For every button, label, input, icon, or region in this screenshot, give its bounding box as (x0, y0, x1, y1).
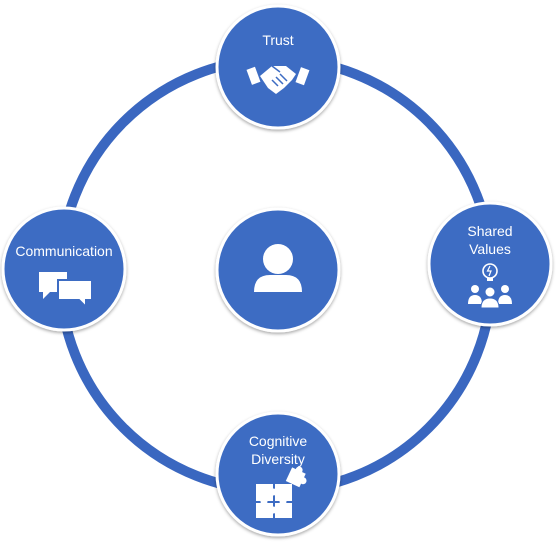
group-idea-icon (468, 263, 512, 309)
node-communication: Communication (1, 206, 127, 332)
person-icon (254, 244, 302, 292)
puzzle-icon (256, 466, 307, 518)
center-node (215, 207, 341, 333)
node-label-line: Values (469, 241, 511, 257)
node-label-line: Trust (262, 32, 293, 48)
node-label-line: Shared (467, 223, 512, 239)
node-label-line: Cognitive (249, 433, 308, 449)
node-cognitive-diversity: Cognitive Diversity (215, 411, 341, 537)
node-trust: Trust (215, 4, 341, 130)
handshake-icon (246, 65, 310, 94)
node-label-line: Diversity (251, 451, 305, 467)
node-label-line: Communication (15, 243, 112, 259)
chat-bubbles-icon (39, 272, 93, 310)
node-shared-values: Shared Values (427, 201, 553, 327)
